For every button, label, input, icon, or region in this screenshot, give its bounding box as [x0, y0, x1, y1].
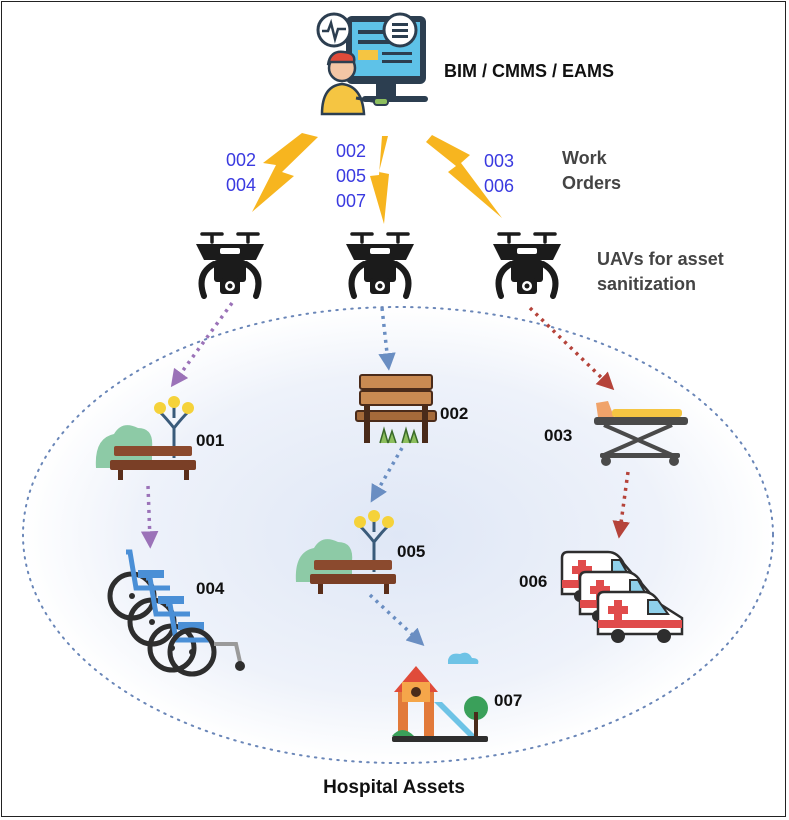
bench-icon [355, 374, 437, 444]
wo-middle-1: 002 [336, 141, 366, 161]
path-001-to-004 [140, 485, 159, 549]
asset-005-label: 005 [397, 542, 425, 561]
work-orders-label-line1: Work [562, 148, 608, 168]
system-label: BIM / CMMS / EAMS [444, 61, 614, 81]
lightning-right-icon [426, 135, 502, 218]
wo-right-2: 006 [484, 176, 514, 196]
park-bench-lamp-icon-2 [295, 510, 396, 594]
asset-006-label: 006 [519, 572, 547, 591]
path-002-to-005 [370, 447, 404, 503]
path-003-to-006 [612, 471, 630, 539]
wo-left-2: 004 [226, 175, 256, 195]
path-005-to-007 [368, 593, 425, 646]
asset-003-label: 003 [544, 426, 572, 445]
work-orders-label-line2: Orders [562, 173, 621, 193]
path-drone-right-to-003 [528, 306, 615, 391]
wo-right-1: 003 [484, 151, 514, 171]
operator-workstation-icon [316, 12, 428, 116]
asset-004-label: 004 [196, 579, 225, 598]
asset-007-label: 007 [494, 691, 522, 710]
wheelchairs-icon [107, 549, 245, 677]
drone-right-icon [493, 232, 561, 299]
uavs-label-line2: sanitization [597, 274, 696, 294]
asset-002-label: 002 [440, 404, 468, 423]
stretcher-icon [594, 401, 688, 466]
ambulances-icon [560, 550, 684, 643]
drone-left-icon [196, 232, 264, 299]
hospital-assets-region [22, 306, 774, 764]
wo-middle-2: 005 [336, 166, 366, 186]
playground-icon [392, 652, 488, 742]
lightning-left-icon [252, 133, 318, 212]
uavs-label-line1: UAVs for asset [597, 249, 724, 269]
hospital-assets-title: Hospital Assets [323, 777, 465, 798]
path-drone-middle-to-002 [378, 307, 396, 371]
wo-left-1: 002 [226, 150, 256, 170]
drone-middle-icon [346, 232, 414, 299]
asset-001-label: 001 [196, 431, 224, 450]
wo-middle-3: 007 [336, 191, 366, 211]
lightning-middle-icon [370, 136, 389, 224]
park-bench-lamp-icon [95, 396, 196, 480]
